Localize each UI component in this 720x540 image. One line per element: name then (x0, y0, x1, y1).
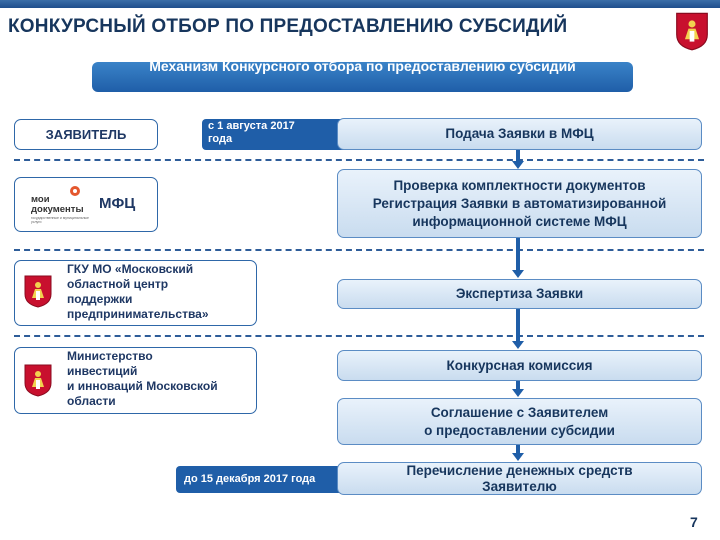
start-date-line1: с 1 августа 2017 (208, 120, 295, 132)
separator-3 (14, 335, 704, 337)
mfc-logo: мои документы государственные и муниципа… (23, 185, 91, 225)
gku-line3: поддержки (67, 292, 133, 306)
mfc-box: мои документы государственные и муниципа… (14, 177, 158, 232)
mfc-logo-text: мои документы (31, 194, 84, 215)
end-date-tag: до 15 декабря 2017 года (176, 466, 344, 493)
stage-agreement: Соглашение с Заявителем о предоставлении… (337, 398, 702, 445)
applicant-label: ЗАЯВИТЕЛЬ (45, 127, 127, 142)
stage-agreement-line2: о предоставлении субсидии (424, 422, 615, 438)
stage-commission: Конкурсная комиссия (337, 350, 702, 381)
stage-expertise: Экспертиза Заявки (337, 279, 702, 309)
mechanism-banner: Механизм Конкурсного отбора по предостав… (92, 62, 633, 92)
mfc-label: МФЦ (99, 195, 136, 212)
stage-document-check: Проверка комплектности документов Регист… (337, 169, 702, 238)
flow-arrow-5 (516, 445, 520, 454)
mechanism-banner-text: Механизм Конкурсного отбора по предостав… (149, 62, 576, 74)
moscow-region-crest-icon (676, 12, 708, 51)
ministry-crest-icon (24, 364, 52, 397)
flow-arrow-3-head (512, 341, 524, 349)
stage-check-line2: Регистрация Заявки в автоматизированной (372, 195, 667, 211)
flow-arrow-2 (516, 238, 520, 271)
separator-2 (14, 249, 704, 251)
stage-submit-label: Подача Заявки в МФЦ (445, 126, 594, 141)
separator-1 (14, 159, 704, 161)
flow-arrow-1-head (512, 161, 524, 169)
ministry-box: Министерство инвестиций и инноваций Моск… (14, 347, 257, 414)
ministry-line2: инвестиций (67, 364, 138, 378)
flow-arrow-5-head (512, 453, 524, 461)
flow-arrow-2-head (512, 270, 524, 278)
gku-box: ГКУ МО «Московский областной центр подде… (14, 260, 257, 326)
stage-check-line1: Проверка комплектности документов (393, 177, 646, 193)
ministry-line3: и инноваций Московской (67, 379, 218, 393)
stage-submit-application: Подача Заявки в МФЦ (337, 118, 702, 150)
ministry-line1: Министерство (67, 349, 153, 363)
stage-agreement-line1: Соглашение с Заявителем (430, 404, 609, 420)
gku-line2: областной центр (67, 277, 169, 291)
ministry-line4: области (67, 394, 116, 408)
stage-payment-line1: Перечисление денежных средств (406, 462, 633, 478)
start-date-line2: года (208, 133, 233, 145)
end-date-label: до 15 декабря 2017 года (184, 473, 316, 485)
flow-arrow-4 (516, 381, 520, 390)
flow-arrow-3 (516, 309, 520, 342)
applicant-box: ЗАЯВИТЕЛЬ (14, 119, 158, 150)
stage-payment-line2: Заявителю (482, 478, 557, 494)
start-date-tag: с 1 августа 2017 года (202, 119, 344, 150)
mfc-logo-subtext: государственные и муниципальные услуги (31, 216, 89, 224)
stage-expertise-label: Экспертиза Заявки (455, 286, 584, 301)
gku-line1: ГКУ МО «Московский (67, 262, 194, 276)
stage-commission-label: Конкурсная комиссия (446, 357, 593, 373)
flow-arrow-1 (516, 150, 520, 162)
top-bar (0, 0, 720, 8)
stage-check-line3: информационной системе МФЦ (412, 213, 627, 229)
gku-crest-icon (24, 275, 52, 308)
stage-payment: Перечисление денежных средств Заявителю (337, 462, 702, 495)
flow-arrow-4-head (512, 389, 524, 397)
page-title: КОНКУРСНЫЙ ОТБОР ПО ПРЕДОСТАВЛЕНИЮ СУБСИ… (8, 16, 568, 37)
page-number: 7 (690, 514, 698, 530)
mfc-logo-icon (70, 186, 80, 196)
gku-line4: предпринимательства» (67, 307, 209, 321)
